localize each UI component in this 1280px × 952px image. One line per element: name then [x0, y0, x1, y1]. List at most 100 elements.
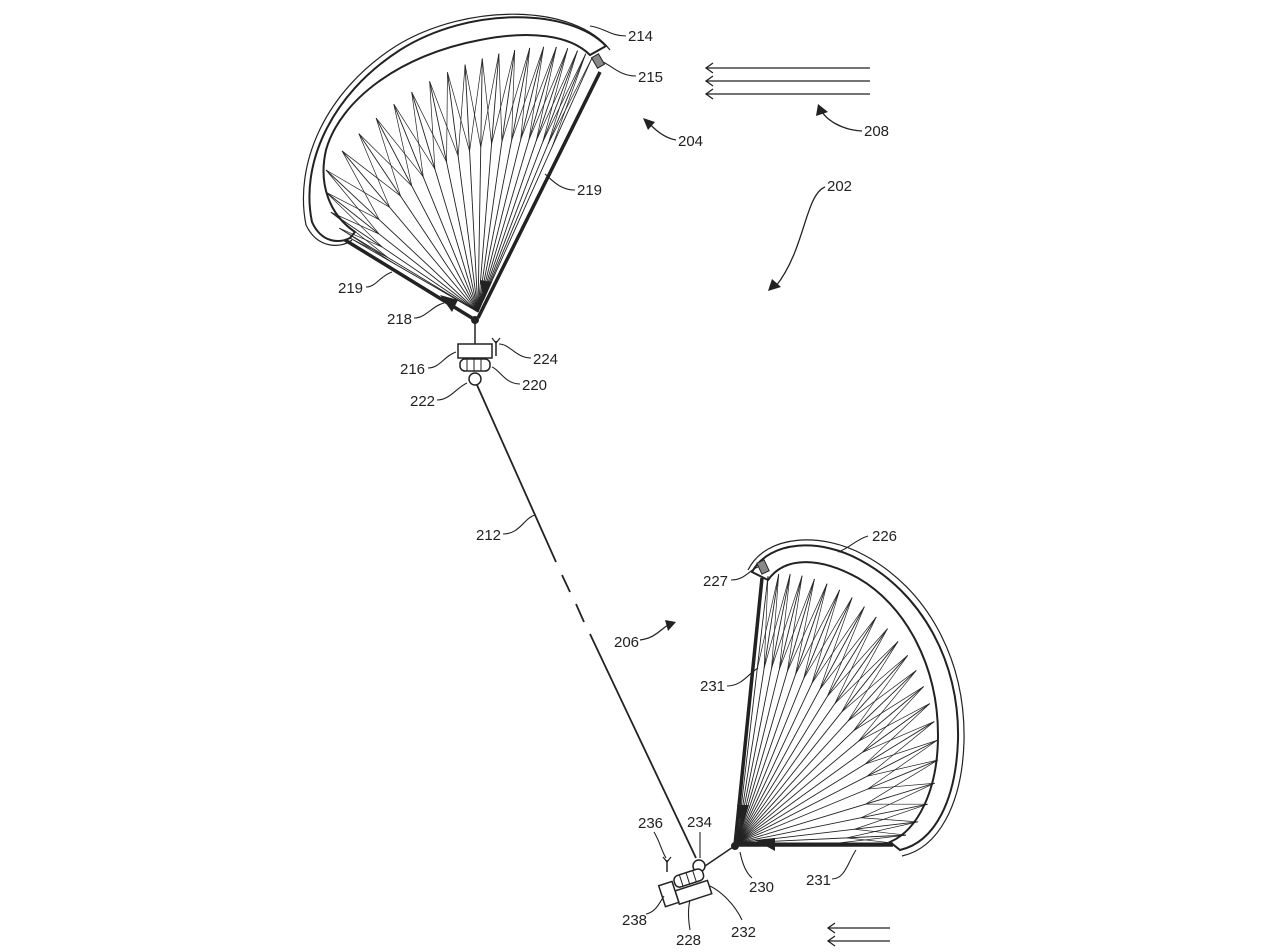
- rigging-line: [736, 655, 909, 844]
- rigging-line: [865, 740, 938, 765]
- upper-kite-main-line-right: [476, 71, 602, 319]
- rigging-line: [330, 211, 389, 258]
- rigging-line: [511, 46, 544, 141]
- leader-238: [645, 895, 665, 915]
- label-215: 215: [638, 69, 663, 86]
- rigging-line: [736, 575, 803, 844]
- rigging-line: [447, 72, 479, 313]
- rigging-line: [736, 686, 924, 844]
- rigging-line: [341, 150, 380, 220]
- rigging-line: [375, 117, 479, 313]
- label-218: 218: [387, 311, 412, 328]
- wind-arrow-head: [704, 88, 714, 100]
- rigging-line: [763, 575, 769, 669]
- rigging-line: [803, 597, 853, 679]
- rigging-line: [542, 48, 569, 143]
- leader-lines: [365, 25, 869, 931]
- rigging-line: [736, 589, 841, 844]
- winch-232-ridge: [692, 870, 697, 883]
- rigging-line: [477, 50, 516, 313]
- rigging-line: [393, 104, 479, 313]
- rigging-line: [325, 191, 479, 313]
- ref-arrow-206-head: [665, 620, 676, 631]
- wind-arrows-lower: [826, 922, 890, 947]
- rigging-line: [854, 828, 906, 836]
- label-214: 214: [628, 28, 653, 45]
- winch-232-ridge: [685, 872, 691, 885]
- rigging-line: [481, 58, 492, 145]
- rigging-line: [325, 169, 380, 235]
- rigging-line: [501, 47, 531, 142]
- rigging-line: [429, 81, 459, 157]
- rigging-line: [834, 641, 899, 704]
- rigging-line: [535, 50, 578, 141]
- upper-kite-rigging: [325, 46, 593, 313]
- rigging-line: [795, 589, 840, 675]
- rigging-line: [847, 641, 899, 722]
- tether-upper-segment: [476, 384, 557, 563]
- wind-arrow-head: [704, 62, 714, 74]
- tether-212: [476, 384, 697, 859]
- rigging-line: [447, 72, 470, 152]
- rigging-line: [477, 53, 587, 313]
- lower-kite-main-line-left: [733, 577, 764, 846]
- rigging-line: [375, 117, 424, 178]
- label-236: 236: [638, 815, 663, 832]
- rigging-line: [819, 597, 853, 690]
- rigging-line: [477, 53, 500, 313]
- rigging-line: [771, 574, 780, 669]
- rigging-line: [736, 575, 769, 844]
- upper-kite-line-arrow-right: [480, 280, 492, 300]
- upper-kite-canopy-outer: [302, 13, 611, 246]
- label-234: 234: [687, 814, 712, 831]
- ref-arrow-204-head: [643, 118, 655, 130]
- lower-station-connector: [704, 846, 734, 867]
- rigging-line: [858, 670, 917, 742]
- ref-arrow-202-head: [768, 279, 781, 291]
- label-204: 204: [678, 133, 703, 150]
- rigging-line: [736, 703, 930, 844]
- rigging-line: [429, 81, 479, 313]
- rigging-line: [411, 91, 479, 313]
- rigging-line: [778, 574, 791, 670]
- label-228: 228: [676, 932, 701, 949]
- rigging-line: [867, 782, 935, 790]
- rigging-line: [736, 583, 828, 844]
- rigging-line: [866, 721, 935, 777]
- upper-kite: [302, 13, 611, 324]
- reference-arrows: [639, 104, 863, 641]
- rigging-line: [325, 191, 383, 248]
- label-230: 230: [749, 879, 774, 896]
- rigging-line: [325, 191, 380, 221]
- rigging-line: [520, 47, 531, 140]
- winch-232-ridge: [678, 874, 684, 887]
- upper-station: [457, 322, 501, 386]
- reference-numerals: 214 215 204 208 202 219 219 218 224 216 …: [338, 28, 897, 949]
- rigging-line: [528, 46, 544, 140]
- upper-kite-canopy: [308, 16, 608, 242]
- rigging-line: [547, 50, 578, 145]
- label-231-upper: 231: [700, 678, 725, 695]
- leader-216: [427, 351, 457, 369]
- label-219-left: 219: [338, 280, 363, 297]
- upper-station-housing: [457, 343, 493, 359]
- lower-kite-line-arrow-left: [737, 805, 749, 828]
- rigging-line: [811, 589, 840, 684]
- rigging-line: [464, 64, 482, 148]
- label-232: 232: [731, 924, 756, 941]
- rigging-line: [535, 46, 557, 141]
- rigging-line: [803, 583, 828, 679]
- rigging-line: [779, 578, 815, 670]
- leader-228: [687, 899, 691, 931]
- leader-231a: [726, 667, 759, 687]
- rigging-line: [498, 53, 503, 142]
- rigging-line: [341, 150, 479, 313]
- rigging-line: [330, 211, 479, 313]
- rigging-line: [736, 782, 935, 844]
- rigging-line: [834, 616, 877, 704]
- rigging-line: [349, 237, 389, 258]
- rigging-line: [736, 721, 935, 844]
- rigging-line: [542, 53, 587, 143]
- rigging-line: [864, 703, 930, 765]
- label-238: 238: [622, 912, 647, 929]
